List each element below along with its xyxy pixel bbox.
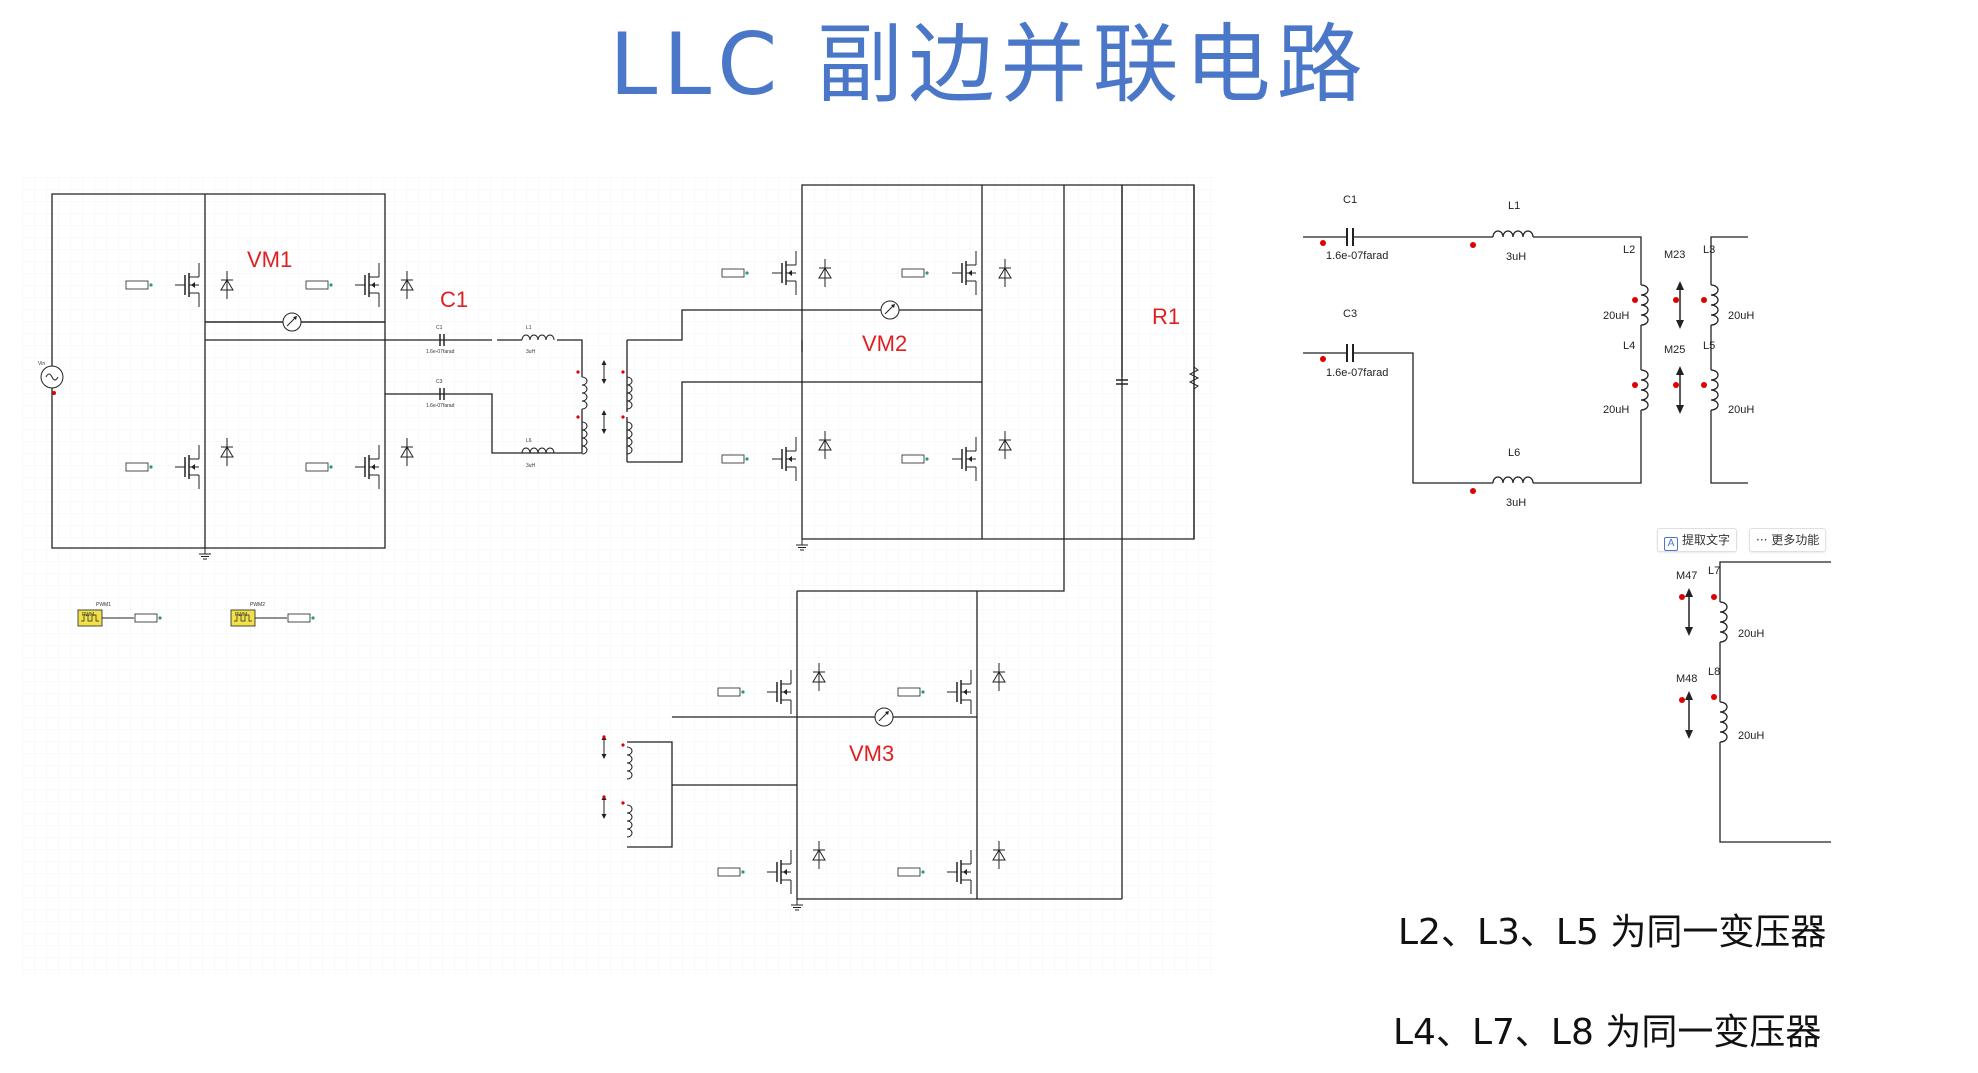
label-l1-small: L1	[526, 325, 532, 331]
detail-l2-label: L2	[1623, 244, 1635, 256]
detail-top-parts	[1320, 228, 1719, 494]
detail-l4-value: 20uH	[1603, 404, 1629, 416]
detail-l6-label: L6	[1508, 447, 1520, 459]
detail-m47-label: M47	[1676, 570, 1697, 582]
detail-l4-label: L4	[1623, 340, 1635, 352]
label-c1-value: 1.6e-07farad	[426, 349, 455, 355]
label-vm3: VM3	[849, 741, 894, 766]
schematic-grid	[22, 177, 1217, 977]
detail-l3-label: L3	[1703, 244, 1715, 256]
detail-l1-value: 3uH	[1506, 251, 1526, 263]
detail-l6-value: 3uH	[1506, 497, 1526, 509]
detail-c1-value: 1.6e-07farad	[1326, 250, 1388, 262]
detail-m25-label: M25	[1664, 344, 1685, 356]
label-pwm2: PWM2	[250, 602, 265, 608]
detail-c3-label: C3	[1343, 308, 1357, 320]
text-extract-icon: A	[1664, 537, 1678, 551]
detail-l3-value: 20uH	[1728, 310, 1754, 322]
detail-l2-value: 20uH	[1603, 310, 1629, 322]
detail-l7-value: 20uH	[1738, 628, 1764, 640]
bridge-3	[601, 662, 1006, 911]
detail-c1-label: C1	[1343, 194, 1357, 206]
label-l6-small: L6	[526, 438, 532, 444]
main-schematic: VM1 C1 VM2 R1 VM3 C1 1.6e-07farad C3 1.6…	[22, 177, 1217, 977]
detail-l1-label: L1	[1508, 200, 1520, 212]
detail-l5-label: L5	[1703, 340, 1715, 352]
label-c1: C1	[440, 287, 468, 312]
label-c3-small: C3	[436, 379, 443, 385]
label-source: Vin	[38, 361, 45, 367]
extract-text-button[interactable]: A 提取文字	[1657, 528, 1738, 552]
bridge-1	[40, 262, 414, 560]
more-features-button[interactable]: ··· 更多功能	[1749, 528, 1827, 552]
more-features-label: 更多功能	[1771, 533, 1820, 547]
label-pwm1-box: PWM	[82, 612, 94, 618]
detail-m48-label: M48	[1676, 673, 1697, 685]
label-vm2: VM2	[862, 331, 907, 356]
label-c3-value: 1.6e-07farad	[426, 403, 455, 409]
detail-l8-label: L8	[1708, 666, 1720, 678]
detail-c3-value: 1.6e-07farad	[1326, 367, 1388, 379]
detail-m23-label: M23	[1664, 249, 1685, 261]
detail-transformer-bottom: M47 M48 L7 20uH L8 20uH	[1676, 561, 1831, 843]
label-l6-value: 3uH	[526, 463, 536, 469]
label-l1-value: 3uH	[526, 349, 536, 355]
label-c1-small: C1	[436, 325, 443, 331]
detail-l7-label: L7	[1708, 565, 1720, 577]
primary-resonant	[439, 334, 633, 455]
detail-transformer-top: C1 1.6e-07farad C3 1.6e-07farad L1 3uH L…	[1303, 194, 1754, 509]
bridge-2	[721, 250, 1200, 551]
transformer-note-2: L4、L7、L8 为同一变压器	[1393, 1012, 1822, 1053]
label-r1: R1	[1152, 304, 1180, 329]
detail-top-wires	[1303, 236, 1748, 484]
pwm-sources	[77, 609, 316, 627]
transformer-note-1: L2、L3、L5 为同一变压器	[1398, 912, 1827, 953]
label-pwm2-box: PWM	[235, 612, 247, 618]
extract-text-label: 提取文字	[1682, 533, 1731, 547]
label-pwm1: PWM1	[96, 602, 111, 608]
ellipsis-icon: ···	[1756, 533, 1768, 547]
label-vm1: VM1	[247, 247, 292, 272]
detail-l8-value: 20uH	[1738, 730, 1764, 742]
detail-l5-value: 20uH	[1728, 404, 1754, 416]
slide-title: LLC 副边并联电路	[609, 15, 1369, 115]
